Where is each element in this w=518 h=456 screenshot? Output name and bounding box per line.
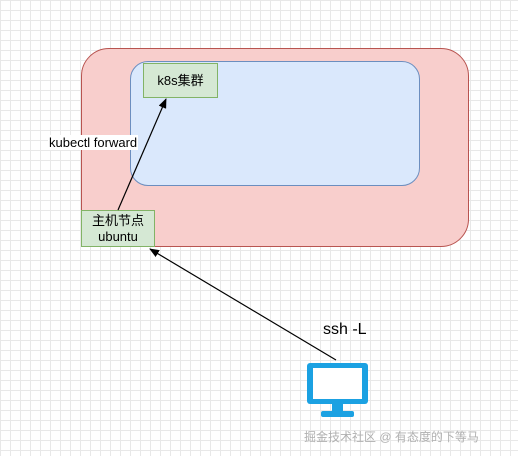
- kubectl-forward-label: kubectl forward: [48, 135, 139, 150]
- host-node-label-line2: ubuntu: [98, 228, 138, 244]
- monitor-icon: [307, 363, 368, 417]
- host-node: 主机节点 ubuntu: [81, 210, 155, 247]
- kubectl-forward-edge: [117, 98, 167, 211]
- k8s-cluster-node: k8s集群: [143, 63, 218, 98]
- ssh-tunnel-edge: [149, 248, 337, 361]
- host-node-label-line1: 主机节点: [91, 212, 144, 228]
- watermark: 掘金技术社区 @ 有态度的下等马: [304, 430, 479, 444]
- k8s-cluster-label: k8s集群: [157, 72, 204, 88]
- ssh-tunnel-label: ssh -L: [323, 321, 367, 338]
